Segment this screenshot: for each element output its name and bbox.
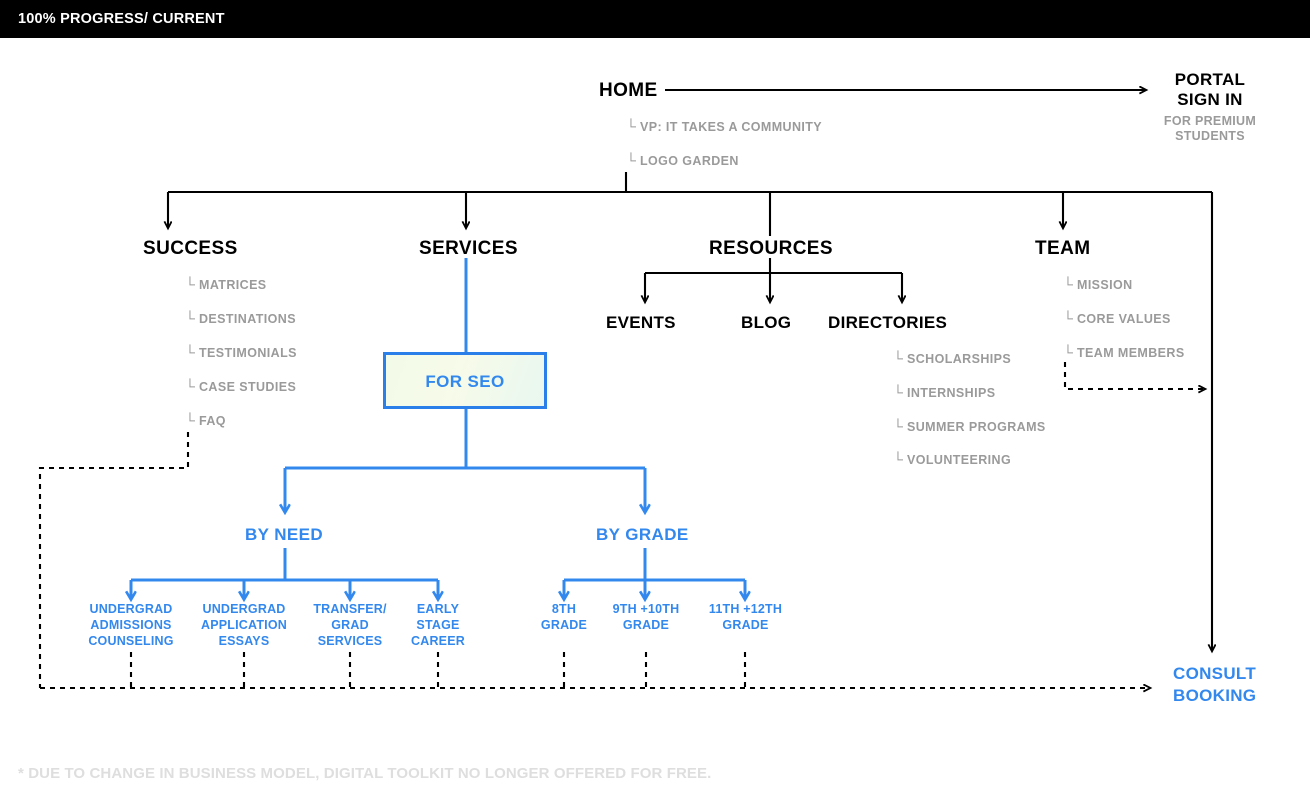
leaf-9th-10th-grade[interactable]: 9TH +10TH GRADE xyxy=(591,601,701,633)
node-label: DESTINATIONS xyxy=(199,312,296,326)
leaf-line3: COUNSELING xyxy=(88,634,174,648)
node-for-seo-box[interactable]: FOR SEO xyxy=(383,352,547,409)
leaf-line3: CAREER xyxy=(411,634,465,648)
leaf-line3: SERVICES xyxy=(317,634,383,648)
leaf-line1: UNDERGRAD xyxy=(89,602,173,616)
node-directories-child-scholarships[interactable]: └SCHOLARSHIPS xyxy=(893,350,1011,366)
node-label: INTERNSHIPS xyxy=(907,386,996,400)
leaf-line2: GRADE xyxy=(722,618,769,632)
tree-elbow-icon: └ xyxy=(185,276,196,292)
node-label: TESTIMONIALS xyxy=(199,346,297,360)
node-label: CASE STUDIES xyxy=(199,380,297,394)
leaf-11th-12th-grade[interactable]: 11TH +12TH GRADE xyxy=(688,601,803,633)
tree-elbow-icon: └ xyxy=(185,310,196,326)
node-label: VP: IT TAKES A COMMUNITY xyxy=(640,120,823,134)
tree-elbow-icon: └ xyxy=(893,418,904,434)
tree-elbow-icon: └ xyxy=(1063,344,1074,360)
node-by-need[interactable]: BY NEED xyxy=(245,525,324,544)
leaf-line2: GRADE xyxy=(622,618,670,632)
node-portal-sign-in[interactable]: PORTAL SIGN IN xyxy=(1155,70,1265,111)
tree-elbow-icon: └ xyxy=(626,152,637,168)
node-label: SCHOLARSHIPS xyxy=(907,352,1012,366)
leaf-undergrad-admissions-counseling[interactable]: UNDERGRAD ADMISSIONS COUNSELING xyxy=(76,601,186,649)
leaf-line2: STAGE xyxy=(416,618,460,632)
portal-sign-in-subtitle: FOR PREMIUM STUDENTS xyxy=(1140,114,1280,144)
tree-elbow-icon: └ xyxy=(893,350,904,366)
node-directories-child-internships[interactable]: └INTERNSHIPS xyxy=(893,384,995,400)
leaf-transfer-grad-services[interactable]: TRANSFER/ GRAD SERVICES xyxy=(300,601,400,649)
tree-elbow-icon: └ xyxy=(185,412,196,428)
node-services[interactable]: SERVICES xyxy=(419,238,518,259)
node-label: LOGO GARDEN xyxy=(640,154,739,168)
node-label: SUMMER PROGRAMS xyxy=(907,420,1046,434)
progress-header-title: 100% PROGRESS/ CURRENT xyxy=(18,11,225,27)
portal-title-line1: PORTAL xyxy=(1174,70,1246,89)
leaf-line2: APPLICATION xyxy=(201,618,287,632)
leaf-line1: 11TH +12TH xyxy=(708,602,783,616)
tree-elbow-icon: └ xyxy=(1063,276,1074,292)
node-home-child-vp[interactable]: └VP: IT TAKES A COMMUNITY xyxy=(626,118,822,134)
leaf-line2: ADMISSIONS xyxy=(90,618,172,632)
portal-sub-line1: FOR PREMIUM xyxy=(1163,114,1257,128)
node-home-child-logo-garden[interactable]: └LOGO GARDEN xyxy=(626,152,739,168)
tree-elbow-icon: └ xyxy=(626,118,637,134)
leaf-8th-grade[interactable]: 8TH GRADE xyxy=(519,601,609,633)
node-success-child-testimonials[interactable]: └TESTIMONIALS xyxy=(185,344,297,360)
node-events[interactable]: EVENTS xyxy=(606,313,676,332)
node-label: MISSION xyxy=(1077,278,1133,292)
node-success-child-faq[interactable]: └FAQ xyxy=(185,412,226,428)
tree-elbow-icon: └ xyxy=(1063,310,1074,326)
leaf-line3: ESSAYS xyxy=(218,634,270,648)
portal-title-line2: SIGN IN xyxy=(1177,90,1243,110)
tree-elbow-icon: └ xyxy=(893,451,904,467)
node-blog[interactable]: BLOG xyxy=(741,313,792,332)
leaf-line1: 8TH xyxy=(551,602,577,616)
node-label: CORE VALUES xyxy=(1077,312,1171,326)
leaf-undergrad-application-essays[interactable]: UNDERGRAD APPLICATION ESSAYS xyxy=(189,601,299,649)
tree-elbow-icon: └ xyxy=(185,344,196,360)
node-success[interactable]: SUCCESS xyxy=(143,238,238,259)
node-directories[interactable]: DIRECTORIES xyxy=(828,313,948,332)
node-team-child-team-members[interactable]: └TEAM MEMBERS xyxy=(1063,344,1185,360)
leaf-line1: 9TH +10TH xyxy=(612,602,680,616)
node-resources[interactable]: RESOURCES xyxy=(709,238,833,259)
node-success-child-case-studies[interactable]: └CASE STUDIES xyxy=(185,378,296,394)
node-label: VOLUNTEERING xyxy=(907,453,1012,467)
consult-line2: BOOKING xyxy=(1173,686,1257,706)
node-label: MATRICES xyxy=(199,278,267,292)
node-team-child-mission[interactable]: └MISSION xyxy=(1063,276,1133,292)
leaf-line2: GRAD xyxy=(331,618,369,632)
progress-header-bar: 100% PROGRESS/ CURRENT xyxy=(0,0,1310,38)
node-success-child-matrices[interactable]: └MATRICES xyxy=(185,276,267,292)
node-directories-child-volunteering[interactable]: └VOLUNTEERING xyxy=(893,451,1011,467)
node-label: TEAM MEMBERS xyxy=(1077,346,1185,360)
portal-sub-line2: STUDENTS xyxy=(1175,129,1245,143)
node-label: FAQ xyxy=(199,414,226,428)
for-seo-label: FOR SEO xyxy=(425,372,505,391)
node-directories-child-summer-programs[interactable]: └SUMMER PROGRAMS xyxy=(893,418,1046,434)
leaf-line1: TRANSFER/ xyxy=(313,602,387,616)
node-team-child-core-values[interactable]: └CORE VALUES xyxy=(1063,310,1171,326)
footnote-text: * DUE TO CHANGE IN BUSINESS MODEL, DIGIT… xyxy=(18,765,712,782)
leaf-early-stage-career[interactable]: EARLY STAGE CAREER xyxy=(393,601,483,649)
node-home[interactable]: HOME xyxy=(599,80,658,101)
node-consult-booking[interactable]: CONSULT BOOKING xyxy=(1173,663,1256,707)
node-by-grade[interactable]: BY GRADE xyxy=(596,525,689,544)
leaf-line1: UNDERGRAD xyxy=(202,602,286,616)
node-team[interactable]: TEAM xyxy=(1035,238,1091,259)
tree-elbow-icon: └ xyxy=(185,378,196,394)
leaf-line1: EARLY xyxy=(416,602,460,616)
node-success-child-destinations[interactable]: └DESTINATIONS xyxy=(185,310,296,326)
leaf-line2: GRADE xyxy=(540,618,588,632)
tree-elbow-icon: └ xyxy=(893,384,904,400)
consult-line1: CONSULT xyxy=(1173,664,1256,683)
